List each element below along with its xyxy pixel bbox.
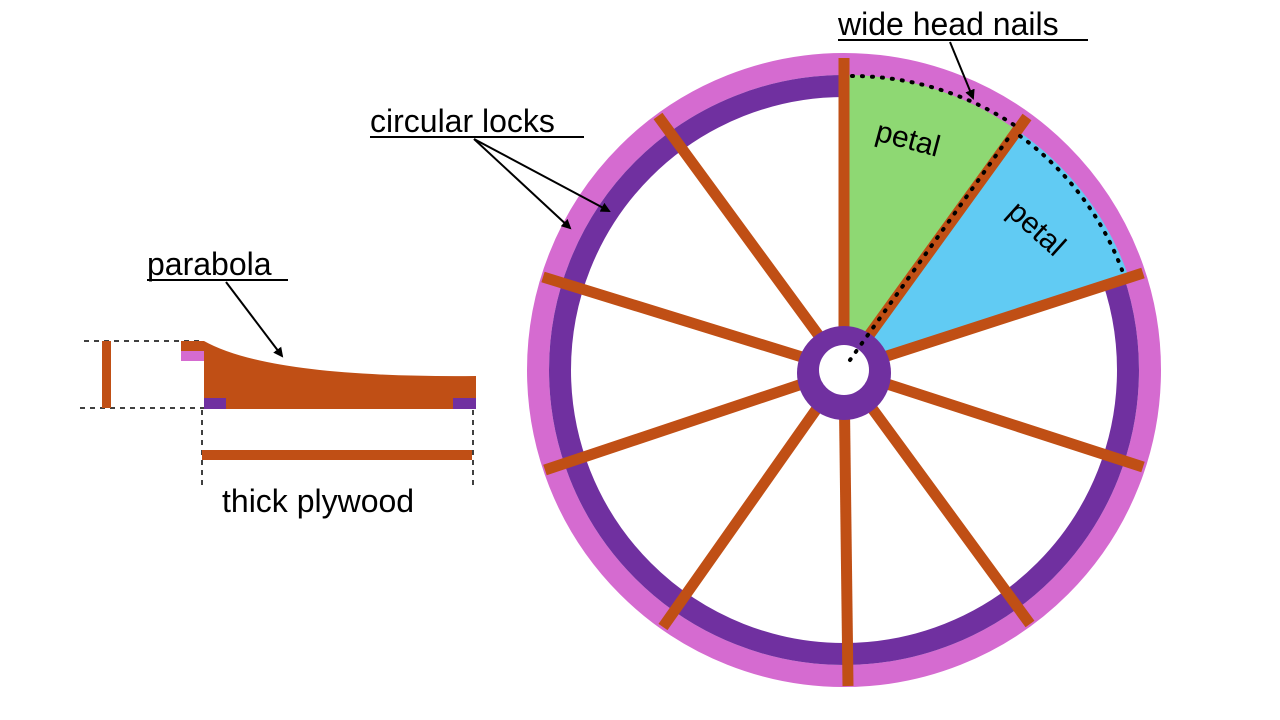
cross-section: parabola thick plywood (80, 246, 476, 519)
circular-locks-arrow-2 (473, 138, 611, 212)
spoke (842, 267, 1145, 376)
spoke (658, 366, 849, 631)
left-foot (204, 398, 226, 409)
hub-hole (819, 345, 869, 395)
nail-line-outer (850, 74, 1022, 131)
top-flange-pink (181, 351, 204, 361)
spoke (839, 366, 1035, 628)
nail-line-seam (848, 131, 1014, 362)
parabola-body (204, 341, 476, 409)
spoke (653, 112, 849, 374)
top-flange-orange (181, 341, 204, 351)
nail-line-outer-2 (1018, 134, 1124, 272)
thick-plywood-label: thick plywood (222, 483, 414, 519)
plywood-plank (202, 450, 472, 460)
parabola-label: parabola (147, 246, 272, 282)
wheel: petal petal (527, 53, 1161, 687)
wide-head-nails-label: wide head nails (837, 6, 1059, 42)
circular-locks-arrow-1 (473, 138, 572, 230)
spoke (541, 271, 846, 376)
spoke (838, 369, 854, 687)
spokes (541, 58, 1145, 687)
circular-locks-label: circular locks (370, 103, 555, 139)
petal-blue (844, 129, 1128, 370)
spoke (842, 364, 1145, 473)
petal-green (844, 74, 1015, 371)
label-circular-locks: circular locks (370, 103, 611, 230)
spoke (543, 364, 846, 476)
wide-head-nails-arrow (949, 41, 975, 100)
right-foot (453, 398, 476, 409)
label-wide-head-nails: wide head nails (837, 6, 1088, 100)
height-bar (102, 341, 111, 408)
parabola-arrow (225, 281, 284, 358)
